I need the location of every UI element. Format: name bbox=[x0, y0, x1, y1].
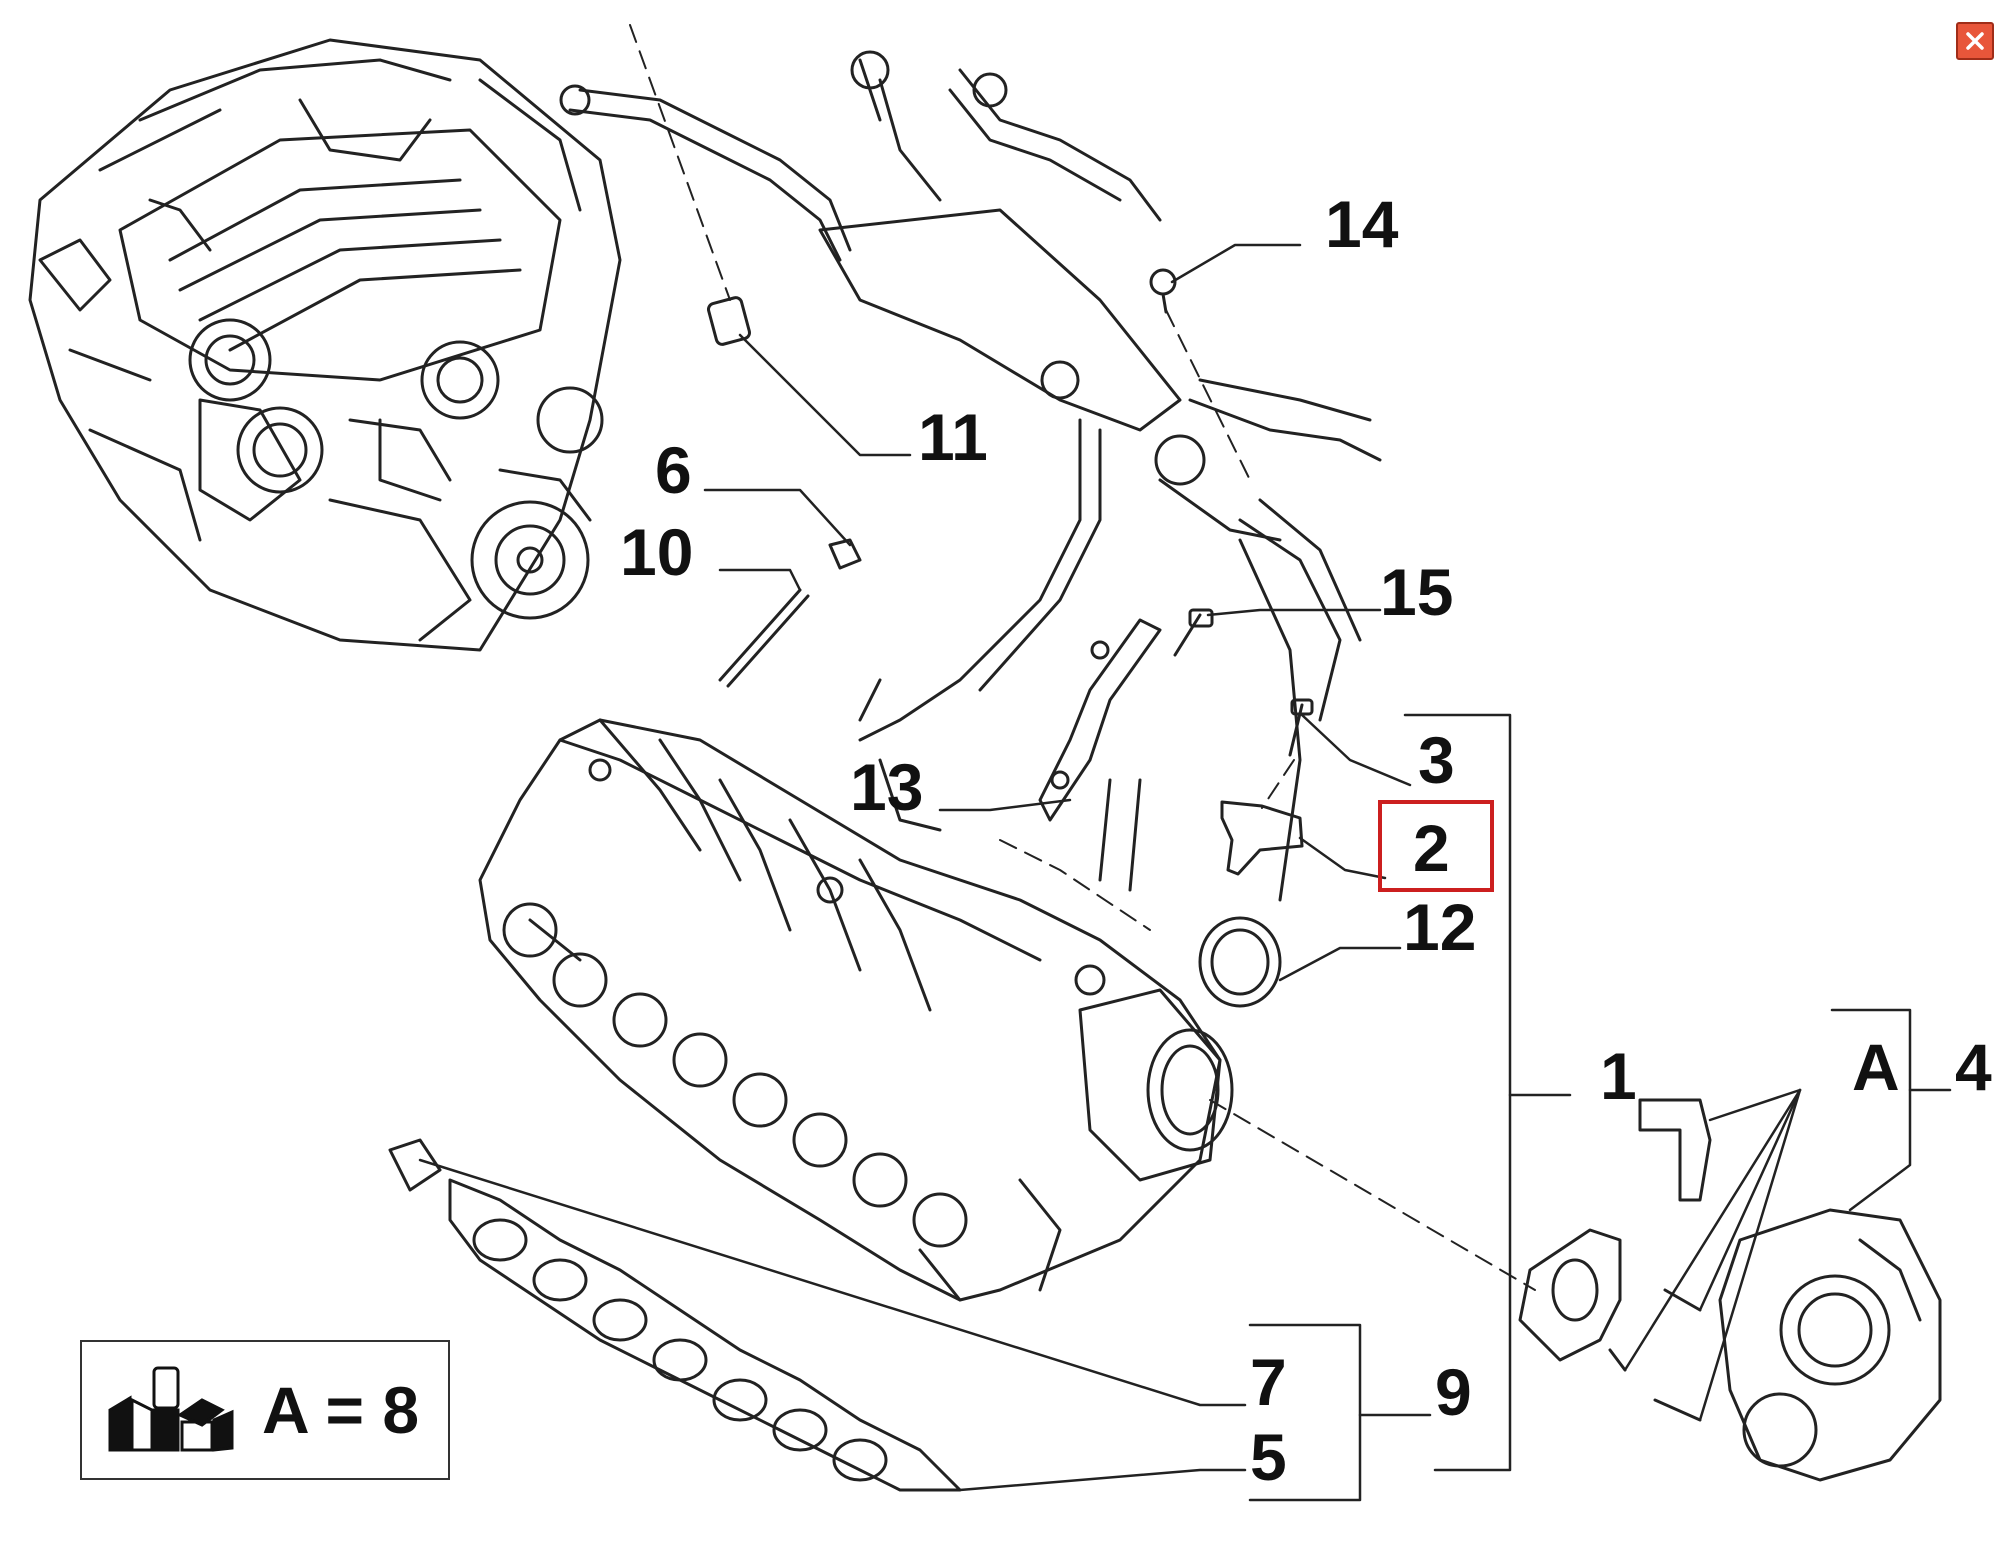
legend-box: A = 8 bbox=[80, 1340, 450, 1480]
callout-5: 5 bbox=[1250, 1420, 1287, 1494]
callout-2: 2 bbox=[1413, 811, 1450, 885]
callout-9: 9 bbox=[1435, 1355, 1472, 1429]
callout-4: 4 bbox=[1955, 1030, 1992, 1104]
callout-12: 12 bbox=[1403, 890, 1476, 964]
callout-10: 10 bbox=[620, 515, 693, 589]
callout-14: 14 bbox=[1325, 187, 1399, 261]
engine-assembly-drawing bbox=[28, 38, 622, 652]
highlight-part-2-box bbox=[1378, 800, 1494, 892]
callout-6: 6 bbox=[655, 433, 692, 507]
bracket-part-13-drawing bbox=[1038, 618, 1162, 822]
callout-labels: 1 2 3 4 5 6 7 9 10 11 12 13 14 15 A bbox=[620, 187, 1992, 1494]
close-icon bbox=[1966, 32, 1984, 50]
callout-13: 13 bbox=[850, 750, 923, 824]
callout-11: 11 bbox=[918, 400, 988, 474]
fuel-rail-drawing bbox=[559, 50, 1382, 902]
callout-A: A bbox=[1852, 1030, 1900, 1104]
callout-15: 15 bbox=[1380, 555, 1453, 629]
callout-7: 7 bbox=[1250, 1345, 1287, 1419]
leader-lines bbox=[418, 243, 1952, 1502]
legend-text: A = 8 bbox=[262, 1373, 420, 1447]
intake-manifold-drawing bbox=[478, 718, 1234, 1302]
kit-package-icon bbox=[108, 1366, 234, 1452]
close-button[interactable] bbox=[1956, 22, 1994, 60]
callout-1: 1 bbox=[1600, 1039, 1637, 1113]
dashed-assembly-lines bbox=[629, 24, 1536, 1291]
callout-3: 3 bbox=[1418, 723, 1455, 797]
small-parts-drawing bbox=[388, 268, 1942, 1492]
